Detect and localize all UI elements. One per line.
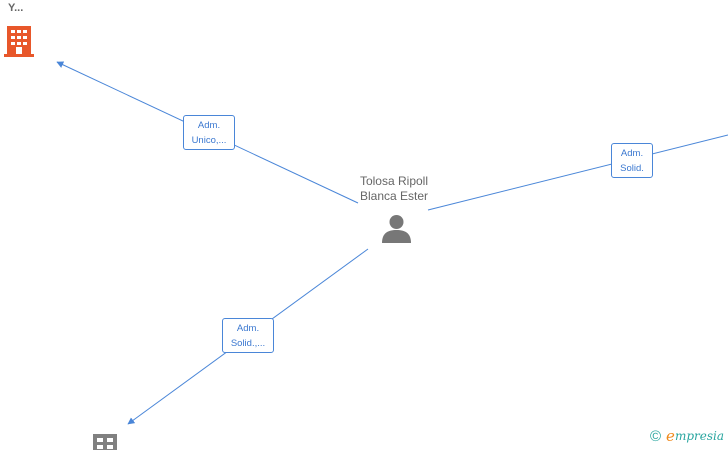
brand-logo-initial: e bbox=[666, 427, 675, 445]
brand-logo-text: mpresia bbox=[674, 429, 724, 443]
edge-label-to-right[interactable]: Adm. Solid. bbox=[611, 143, 653, 178]
edge-label-to-bottom-company[interactable]: Adm. Solid.,... bbox=[222, 318, 274, 353]
copyright-icon: © bbox=[649, 427, 662, 445]
edge-label-to-top-company[interactable]: Adm. Unico,... bbox=[183, 115, 235, 150]
building-icon[interactable] bbox=[93, 434, 117, 450]
empresia-watermark: © e mpresia bbox=[650, 427, 724, 445]
edge-line-to-right bbox=[427, 134, 728, 211]
building-icon[interactable] bbox=[3, 24, 35, 58]
person-icon[interactable] bbox=[381, 214, 412, 243]
company-top-label[interactable]: Y... bbox=[8, 2, 24, 14]
person-name-label[interactable]: Tolosa Ripoll Blanca Ester bbox=[359, 174, 429, 203]
